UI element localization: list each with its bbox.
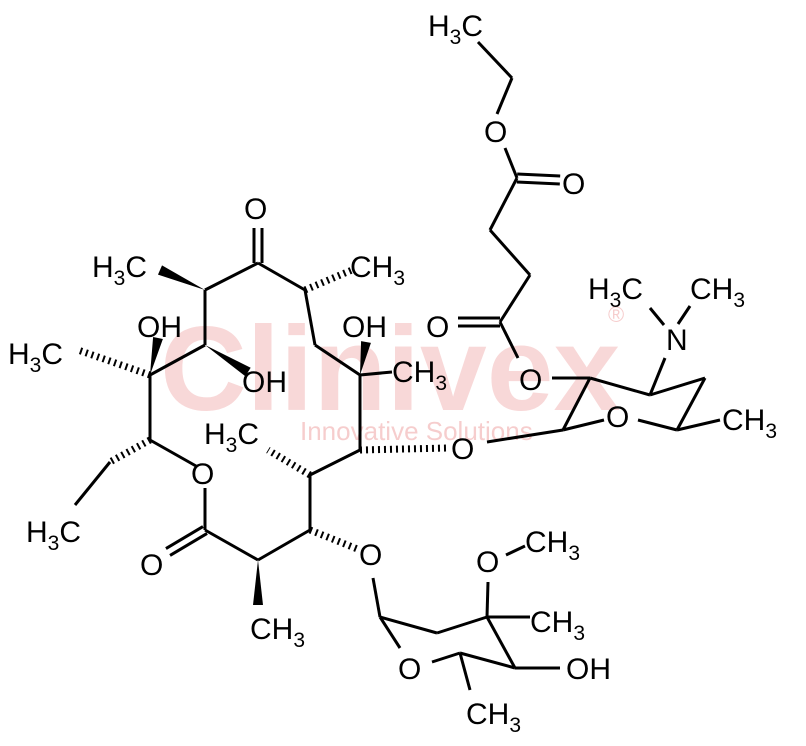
atom-label: H3C (428, 10, 483, 49)
bond (149, 343, 206, 377)
atom-label: H3C (204, 418, 259, 457)
watermark-registered-mark: ® (608, 302, 624, 327)
bond (303, 289, 317, 346)
bond (676, 305, 692, 325)
bond (378, 616, 402, 649)
bond (169, 532, 208, 557)
bond (517, 172, 561, 178)
atom-label: O (562, 168, 585, 201)
bond (303, 266, 354, 294)
bond (257, 528, 311, 562)
atom-label: O (244, 193, 267, 226)
bond (359, 444, 449, 454)
bond (516, 180, 560, 186)
bond (379, 615, 438, 635)
wedge-bond (253, 560, 263, 605)
bond (165, 525, 204, 550)
bond (498, 274, 532, 323)
bond (204, 528, 259, 562)
bond (359, 370, 393, 377)
bond (649, 376, 706, 397)
bond (314, 343, 361, 377)
atom-label: OH (137, 311, 182, 344)
atom-label: CH3 (466, 698, 521, 737)
bond (562, 418, 605, 432)
bond (589, 376, 651, 397)
atom-label: N (666, 324, 688, 357)
bond (488, 177, 519, 231)
atom-label: H3C (92, 251, 147, 290)
bond (458, 652, 472, 691)
atom-label: H3C (8, 338, 63, 377)
bond (675, 377, 707, 431)
atom-label: OH (566, 653, 611, 686)
bond (257, 261, 306, 292)
atom-label: CH3 (722, 404, 777, 443)
bond (503, 147, 519, 179)
bond (309, 448, 361, 477)
atom-label: CH3 (350, 251, 405, 290)
atom-label: OH (342, 311, 387, 344)
bond (488, 229, 532, 276)
bond (308, 526, 362, 554)
atom-label: O (476, 546, 499, 579)
atom-label: O (606, 401, 629, 434)
atom-label: CH3 (250, 613, 305, 652)
bond (108, 436, 152, 466)
bond (476, 40, 514, 80)
bond (495, 77, 514, 115)
bond (485, 581, 490, 618)
atom-label: O (398, 653, 421, 686)
wedge-bond (360, 341, 371, 375)
atom-label: O (140, 549, 163, 582)
atom-label: H3C (26, 516, 81, 555)
bond (266, 446, 312, 479)
bonds (73, 40, 721, 691)
bond (204, 261, 259, 292)
bond (676, 418, 721, 432)
atom-label: O (484, 116, 507, 149)
atom-label: O (451, 433, 474, 466)
wedge-bond (205, 345, 251, 377)
atom-label: OH (242, 366, 287, 399)
bond (505, 544, 526, 557)
bond (498, 321, 520, 359)
atom-label: O (359, 539, 382, 572)
bond (431, 651, 461, 664)
atom-label: CH3 (525, 526, 580, 565)
atom-label: CH3 (392, 356, 447, 395)
bond (459, 651, 516, 670)
atom-label: O (191, 458, 214, 491)
atom-label: CH3 (690, 273, 745, 312)
atom-label: O (519, 364, 542, 397)
atom-label: CH3 (530, 606, 585, 645)
bond (648, 307, 666, 326)
bond (485, 616, 517, 669)
bond (486, 428, 564, 444)
bond (73, 461, 112, 506)
bond (76, 346, 152, 379)
bond (371, 577, 382, 618)
bond (436, 615, 488, 635)
bond (648, 357, 667, 396)
wedge-bond (157, 265, 205, 290)
bond (561, 377, 592, 431)
bond (149, 438, 197, 468)
atom-label: H3C (588, 273, 643, 312)
atom-label: O (426, 311, 449, 344)
wedge-bond (150, 336, 163, 375)
bond (637, 418, 678, 432)
